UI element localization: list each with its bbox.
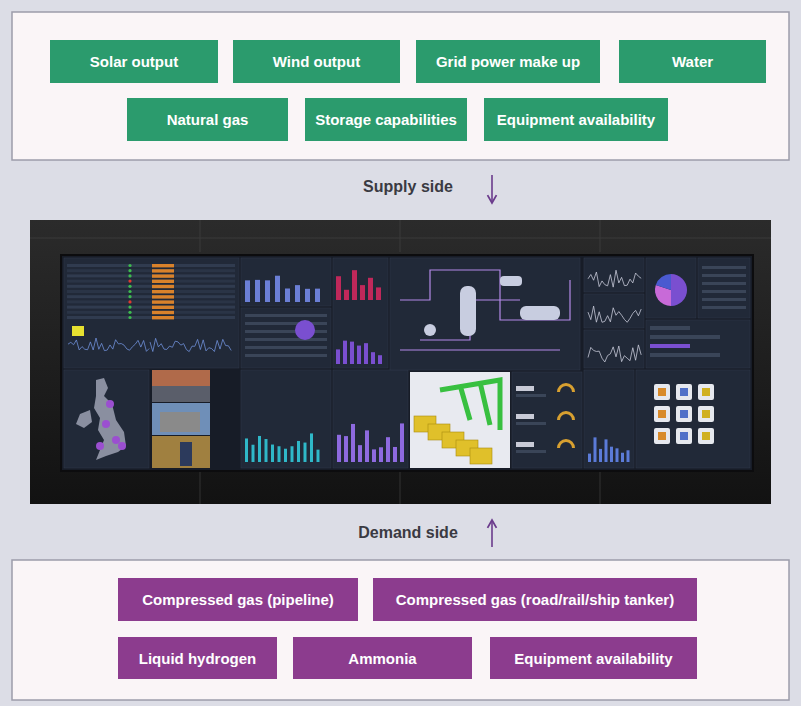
up-arrow bbox=[491, 520, 493, 547]
process-box: Liquid hydrogen bbox=[118, 637, 277, 679]
process-box: Natural gas bbox=[127, 98, 288, 141]
box-label: Liquid hydrogen bbox=[139, 650, 257, 667]
process-box: Compressed gas (pipeline) bbox=[118, 578, 358, 621]
box-label: Water bbox=[672, 53, 713, 70]
box-label: Equipment availability bbox=[514, 650, 672, 667]
box-label: Compressed gas (road/rail/ship tanker) bbox=[396, 591, 674, 608]
box-label: Natural gas bbox=[167, 111, 249, 128]
process-box: Water bbox=[619, 40, 766, 83]
box-label: Solar output bbox=[90, 53, 178, 70]
side-label: Demand side bbox=[358, 524, 458, 542]
process-box: Equipment availability bbox=[490, 637, 697, 679]
box-label: Storage capabilities bbox=[315, 111, 457, 128]
process-box: Ammonia bbox=[293, 637, 472, 679]
supply-panel bbox=[12, 12, 789, 160]
demand-panel bbox=[12, 560, 789, 700]
box-label: Equipment availability bbox=[497, 111, 655, 128]
process-box: Wind output bbox=[233, 40, 400, 83]
box-label: Compressed gas (pipeline) bbox=[142, 591, 334, 608]
down-arrow bbox=[491, 175, 493, 203]
box-label: Ammonia bbox=[348, 650, 416, 667]
process-box: Storage capabilities bbox=[305, 98, 467, 141]
box-label: Grid power make up bbox=[436, 53, 580, 70]
process-box: Grid power make up bbox=[416, 40, 600, 83]
process-box: Solar output bbox=[50, 40, 218, 83]
box-label: Wind output bbox=[273, 53, 360, 70]
side-label: Supply side bbox=[363, 178, 453, 196]
process-box: Compressed gas (road/rail/ship tanker) bbox=[373, 578, 697, 621]
process-box: Equipment availability bbox=[484, 98, 668, 141]
control-room-screen bbox=[30, 220, 771, 504]
